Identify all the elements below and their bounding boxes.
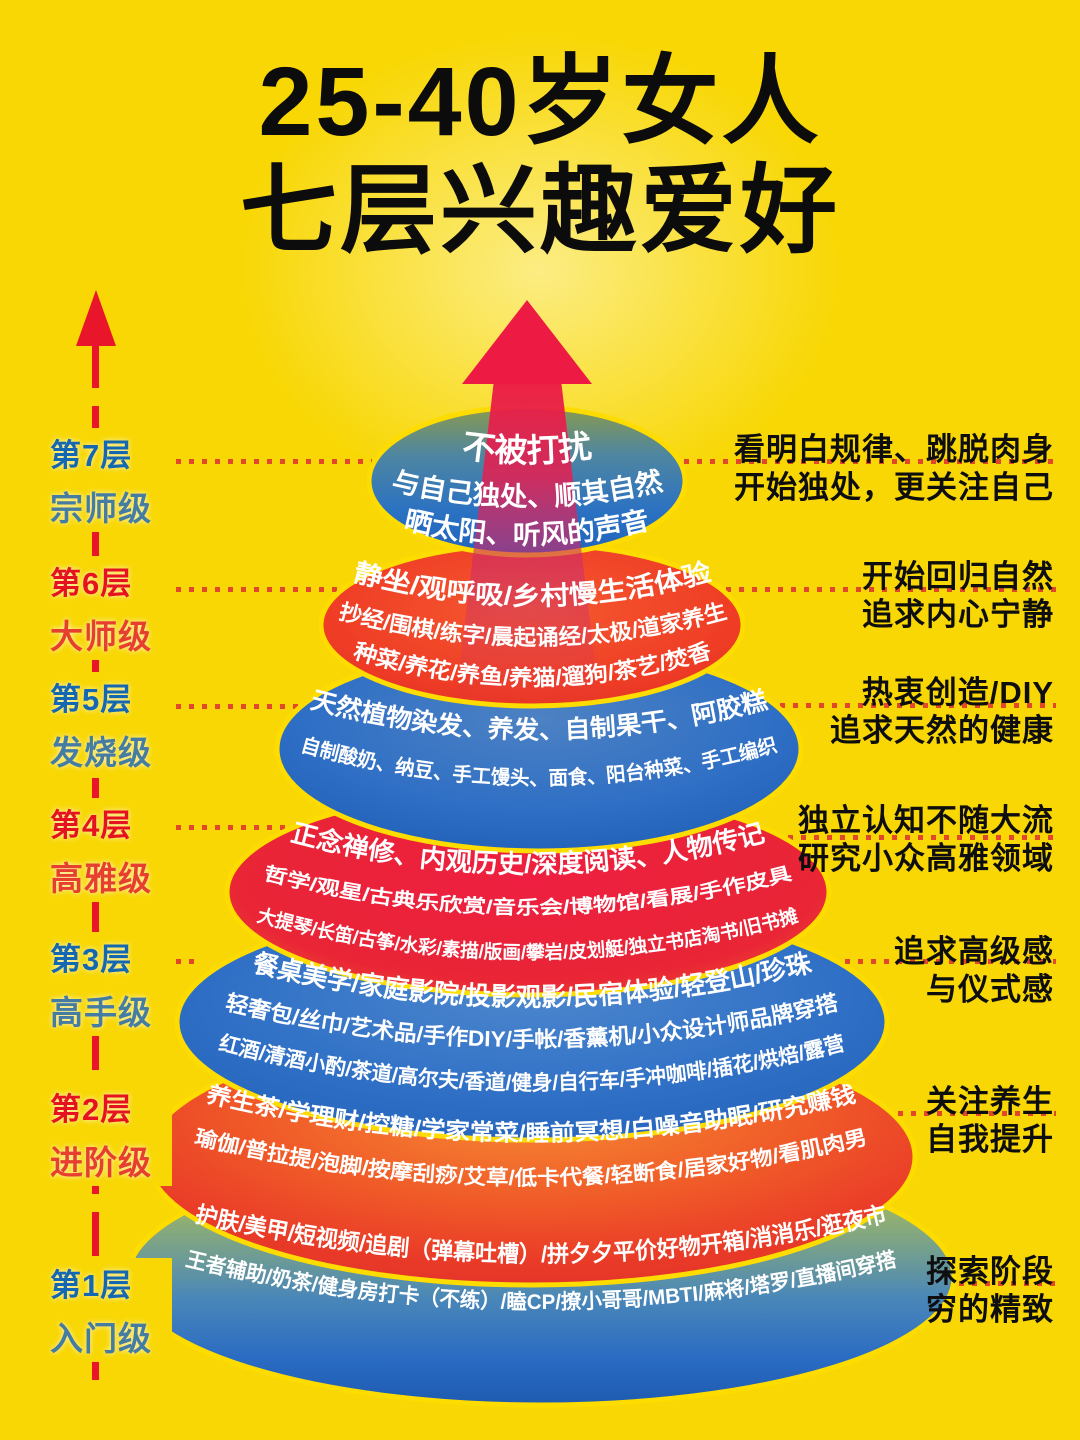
layer-3-note-line-2: 与仪式感 xyxy=(926,972,1054,1007)
layer-3-grade: 高手级 xyxy=(50,994,152,1031)
leader-right-layer1 xyxy=(920,1281,1056,1286)
page-title: 25-40岁女人七层兴趣爱好 xyxy=(0,47,1080,265)
layer-2-grade: 进阶级 xyxy=(50,1144,152,1181)
layer-7-grade: 宗师级 xyxy=(50,490,152,527)
arrow-head-icon xyxy=(462,300,592,384)
layer-4-level: 第4层 xyxy=(50,808,133,843)
leader-right-layer2 xyxy=(898,1111,1056,1116)
layer-3-label: 第3层 高手级 xyxy=(50,932,172,1036)
title-line-1: 25-40岁女人 xyxy=(258,47,822,156)
leader-right-layer4 xyxy=(788,835,1056,840)
layer-2-label: 第2层 进阶级 xyxy=(50,1082,172,1186)
layer-5-note-line-1: 热衷创造/DIY xyxy=(861,675,1054,710)
leader-left-layer6 xyxy=(150,587,348,592)
layer-1-note-line-2: 穷的精致 xyxy=(926,1292,1054,1327)
layer-6-note-line-2: 追求内心宁静 xyxy=(862,597,1054,632)
layer-3-note-line-1: 追求高级感 xyxy=(894,934,1054,969)
leader-left-layer3 xyxy=(150,959,198,964)
leader-right-layer6 xyxy=(726,587,1056,592)
layer-1-note-line-1: 探索阶段 xyxy=(926,1254,1054,1289)
layer-5-note-line-2: 追求天然的健康 xyxy=(830,713,1054,748)
layer-2-note: 关注养生 自我提升 xyxy=(926,1083,1054,1159)
layer-5-label: 第5层 发烧级 xyxy=(50,672,172,776)
layer-2-note-line-1: 关注养生 xyxy=(926,1084,1054,1119)
leader-left-layer5 xyxy=(150,704,302,709)
layer-7-label: 第7层 宗师级 xyxy=(50,428,172,532)
title-line-2: 七层兴趣爱好 xyxy=(240,155,840,265)
layer-6-note: 开始回归自然 追求内心宁静 xyxy=(862,558,1054,634)
layer-4-note-line-2: 研究小众高雅领域 xyxy=(798,841,1054,876)
layer-1-level: 第1层 xyxy=(50,1268,133,1303)
layer-6-level: 第6层 xyxy=(50,566,133,601)
axis-arrowhead-icon xyxy=(76,290,116,346)
layer-4-grade: 高雅级 xyxy=(50,860,152,897)
layer-6-note-line-1: 开始回归自然 xyxy=(862,559,1054,594)
layer-3-level: 第3层 xyxy=(50,942,133,977)
leader-right-layer3 xyxy=(832,959,1056,964)
layer-1-note: 探索阶段 穷的精致 xyxy=(926,1253,1054,1329)
layer-4-note: 独立认知不随大流 研究小众高雅领域 xyxy=(798,802,1054,878)
layer-5-note: 热衷创造/DIY 追求天然的健康 xyxy=(830,674,1054,750)
layer-2-level: 第2层 xyxy=(50,1092,133,1127)
layer-7-note-line-2: 开始独处，更关注自己 xyxy=(734,470,1054,505)
layer-6-grade: 大师级 xyxy=(50,618,152,655)
layer-2-note-line-2: 自我提升 xyxy=(926,1122,1054,1157)
leader-left-layer7 xyxy=(150,459,372,464)
leader-right-layer7 xyxy=(684,459,1056,464)
layer-4-label: 第4层 高雅级 xyxy=(50,798,172,902)
leader-left-layer4 xyxy=(150,825,290,830)
layer-5-grade: 发烧级 xyxy=(50,734,152,771)
layer-3-note: 追求高级感 与仪式感 xyxy=(894,933,1054,1009)
layer-5-level: 第5层 xyxy=(50,682,133,717)
layer-6-label: 第6层 大师级 xyxy=(50,556,172,660)
arrow-shaft xyxy=(455,380,600,705)
layer-4-note-line-1: 独立认知不随大流 xyxy=(798,803,1054,838)
layer-7-level: 第7层 xyxy=(50,438,133,473)
leader-right-layer5 xyxy=(780,703,1056,708)
layer-1-label: 第1层 入门级 xyxy=(50,1258,172,1362)
layer-1-grade: 入门级 xyxy=(50,1320,152,1357)
layer-7-note-line-1: 看明白规律、跳脱肉身 xyxy=(734,432,1054,467)
layer-7-note: 看明白规律、跳脱肉身 开始独处，更关注自己 xyxy=(734,431,1054,507)
